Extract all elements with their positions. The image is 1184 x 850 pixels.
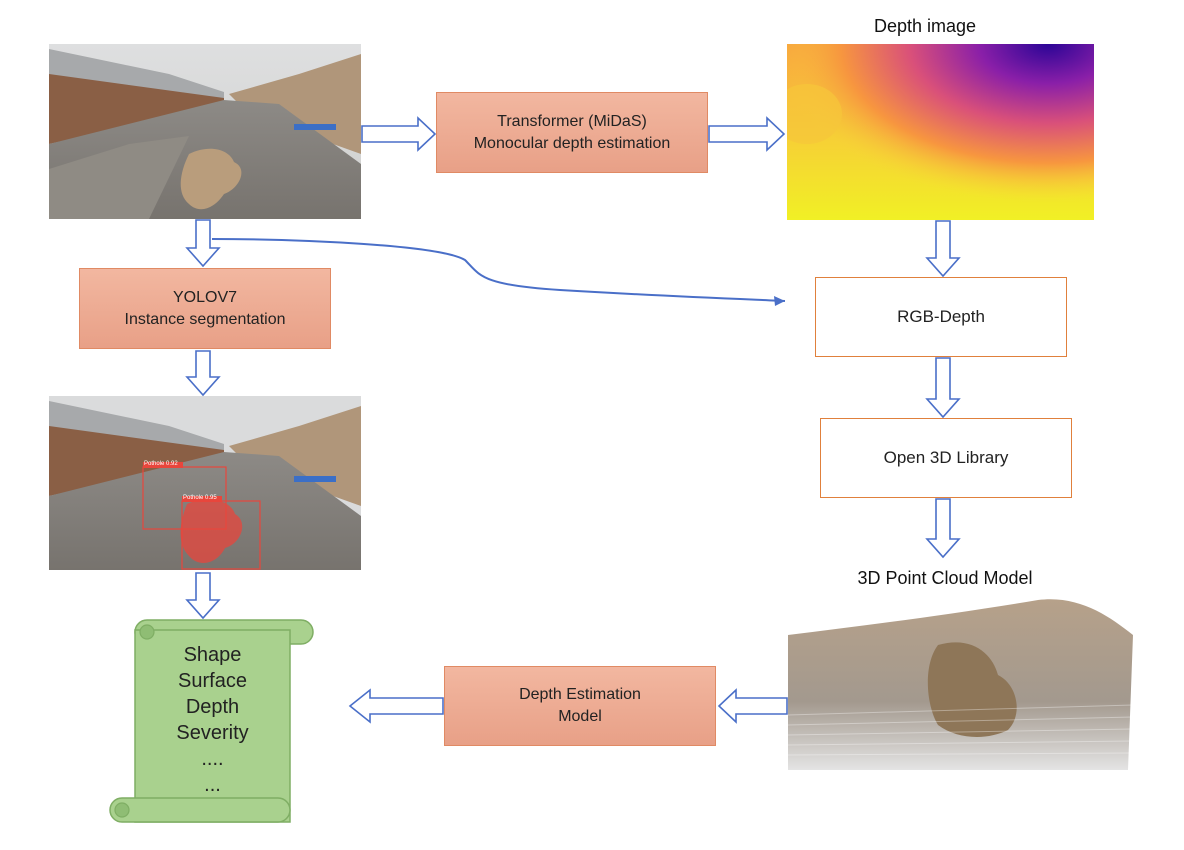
road-photo (49, 44, 361, 219)
detection-label-2: Pothole 0.95 (183, 495, 217, 501)
depth-image-label: Depth image (873, 16, 977, 36)
depth-estimation-model-box: Depth Estimation Model (444, 666, 716, 746)
arrow-transformer-to-depth (708, 116, 786, 152)
open3d-label: Open 3D Library (883, 448, 1009, 467)
arrow-seg-to-scroll (185, 572, 221, 620)
transformer-line-2: Monocular depth estimation (473, 134, 671, 152)
yolo-line-1: YOLOV7 (172, 288, 238, 306)
output-item: Severity (176, 722, 249, 744)
output-item: ... (204, 774, 221, 796)
point-cloud-label: 3D Point Cloud Model (857, 568, 1033, 588)
output-item: .... (201, 748, 224, 770)
arrow-open3d-to-pointcloud (925, 498, 961, 559)
output-item: Shape (183, 644, 242, 666)
rgb-depth-label: RGB-Depth (897, 307, 985, 326)
yolov7-box: YOLOV7 Instance segmentation (79, 268, 331, 349)
curve-photo-to-rgbd (211, 238, 786, 302)
depth-model-line-2: Model (558, 708, 602, 725)
output-item: Depth (185, 696, 240, 718)
arrow-photo-to-transformer (361, 116, 437, 152)
output-scroll (109, 619, 314, 823)
segmentation-photo: Pothole 0.92 Pothole 0.95 (49, 396, 361, 570)
depth-image (787, 44, 1094, 220)
arrow-depth-to-rgbd (925, 220, 961, 278)
detection-label-1: Pothole 0.92 (144, 461, 178, 467)
depth-model-line-1: Depth Estimation (519, 686, 641, 703)
arrow-model-to-scroll (348, 688, 444, 724)
arrow-pointcloud-to-model (717, 688, 788, 724)
arrow-yolo-to-seg (185, 350, 221, 397)
curve-arrowhead (774, 296, 785, 306)
output-list: Shape Surface Depth Severity .... ... (135, 642, 290, 798)
transformer-line-1: Transformer (MiDaS) (497, 112, 647, 130)
transformer-midas-box: Transformer (MiDaS) Monocular depth esti… (436, 92, 708, 173)
yolo-line-2: Instance segmentation (124, 310, 286, 328)
open3d-library-box: Open 3D Library (820, 418, 1072, 498)
rgb-depth-box: RGB-Depth (815, 277, 1067, 357)
output-item: Surface (178, 670, 247, 692)
arrow-photo-to-yolo (185, 219, 221, 268)
arrow-rgbd-to-open3d (925, 357, 961, 419)
point-cloud-image (788, 595, 1133, 770)
